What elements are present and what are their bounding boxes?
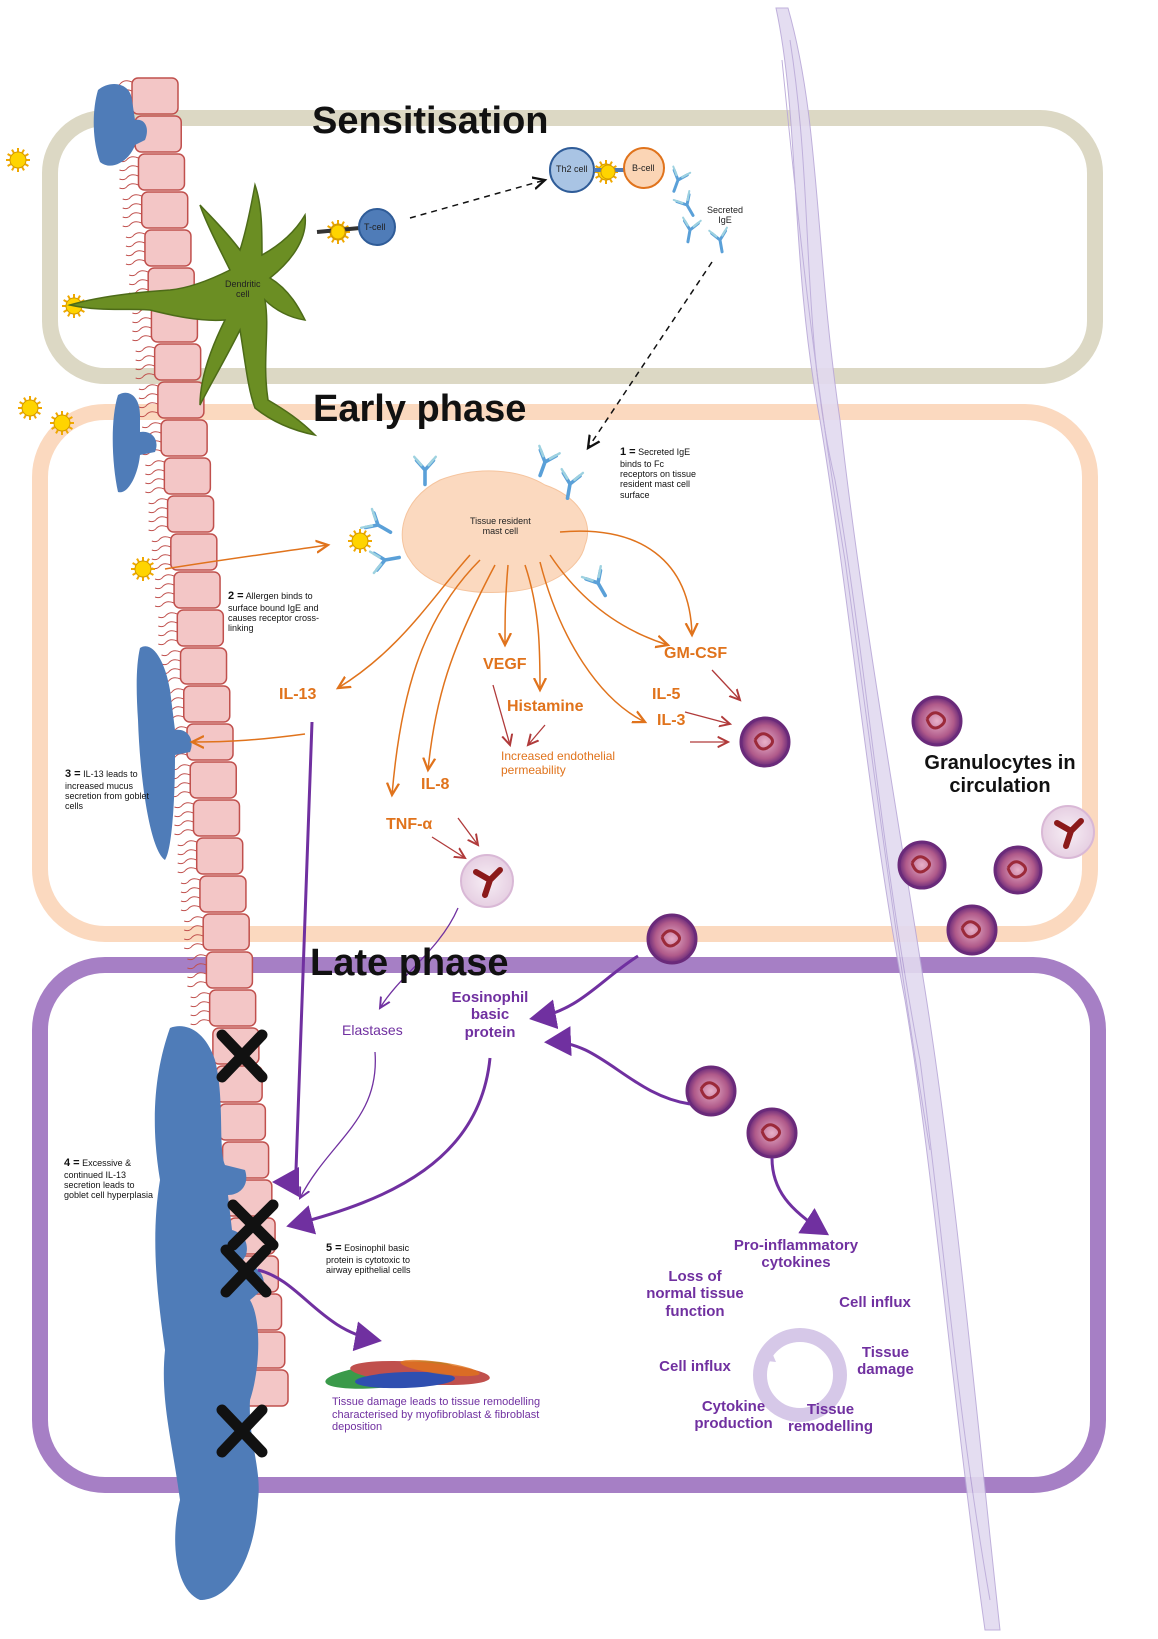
t-cell (358, 208, 396, 246)
goblet-cell (136, 646, 192, 860)
epithelial-cell (174, 799, 241, 837)
late-phase-arrows (257, 721, 830, 1352)
goblet-cells (93, 84, 264, 1600)
epithelial-cell (171, 761, 237, 799)
granulocyte-cell (646, 913, 698, 965)
neutrophil-cell (460, 854, 514, 908)
ige-to-mast-cell-arrow (588, 261, 713, 448)
granulocyte-cell (993, 845, 1043, 895)
goblet-cell-hyperplasia (154, 1026, 264, 1600)
epithelial-cell (164, 685, 231, 723)
epithelial-cell (119, 153, 186, 191)
ige-antibody (412, 455, 438, 487)
secreted-ige-antibodies (672, 165, 728, 254)
goblet-cell (93, 84, 147, 166)
allergen-particle (50, 411, 74, 435)
late-phase-frame (32, 957, 1106, 1493)
ige-antibody (672, 189, 695, 217)
epithelial-cell (187, 951, 254, 989)
epithelial-cell (151, 533, 218, 571)
mast-cell-ige-receptors (359, 444, 608, 598)
ige-antibody (359, 507, 393, 535)
granulocyte-cell (911, 695, 963, 747)
granulocyte-cell (746, 1107, 798, 1159)
dendritic-to-th2-arrow (409, 180, 545, 219)
th2-cell (549, 147, 595, 193)
mediator-release-arrows (192, 530, 692, 795)
ige-antibody (682, 216, 702, 244)
granulocyte-cell (739, 716, 791, 768)
allergen-particle (348, 529, 372, 553)
epithelial-cell (125, 229, 192, 267)
goblet-cell (112, 392, 157, 493)
smooth-muscle-band (775, 7, 1001, 1631)
epithelial-cell (218, 1103, 267, 1141)
granulocyte-cell (897, 840, 947, 890)
allergen-particle (6, 148, 30, 172)
neutrophil-cell (1041, 805, 1095, 859)
epithelial-cell (177, 837, 244, 875)
epithelial-cell (135, 343, 202, 381)
tissue-resident-mast-cell (401, 470, 589, 593)
allergen-particle (131, 557, 155, 581)
epithelial-cell (145, 457, 212, 495)
sensitisation-frame (42, 110, 1103, 384)
epithelial-cell (183, 913, 250, 951)
allergen-binding-arrow (164, 545, 328, 570)
allergen-particle (18, 396, 42, 420)
mediator-effect-arrows (431, 669, 740, 858)
fibroblast-deposition (325, 1359, 490, 1389)
granulocyte-cell (946, 904, 998, 956)
epithelial-cell (138, 381, 205, 419)
dendritic-cell (67, 182, 318, 437)
ige-antibody (538, 444, 561, 478)
ige-antibody (368, 550, 401, 575)
b-cell (623, 147, 665, 189)
epithelial-cell (154, 571, 221, 609)
ige-antibody (560, 467, 585, 500)
early-phase-frame (32, 404, 1098, 942)
cycle-icon (753, 1328, 847, 1422)
epithelial-damage-marks (216, 1029, 279, 1458)
epithelial-cell (190, 989, 257, 1027)
granulocyte-cell (685, 1065, 737, 1117)
epithelial-cell (158, 609, 225, 647)
epithelial-cell (161, 647, 228, 685)
ige-antibody (580, 564, 608, 598)
epithelial-cell (148, 495, 215, 533)
granulocytes (646, 695, 1043, 1159)
epithelial-cell (180, 875, 247, 913)
ige-antibody (672, 165, 692, 193)
epithelial-cell (122, 191, 189, 229)
ige-antibody (708, 226, 728, 254)
